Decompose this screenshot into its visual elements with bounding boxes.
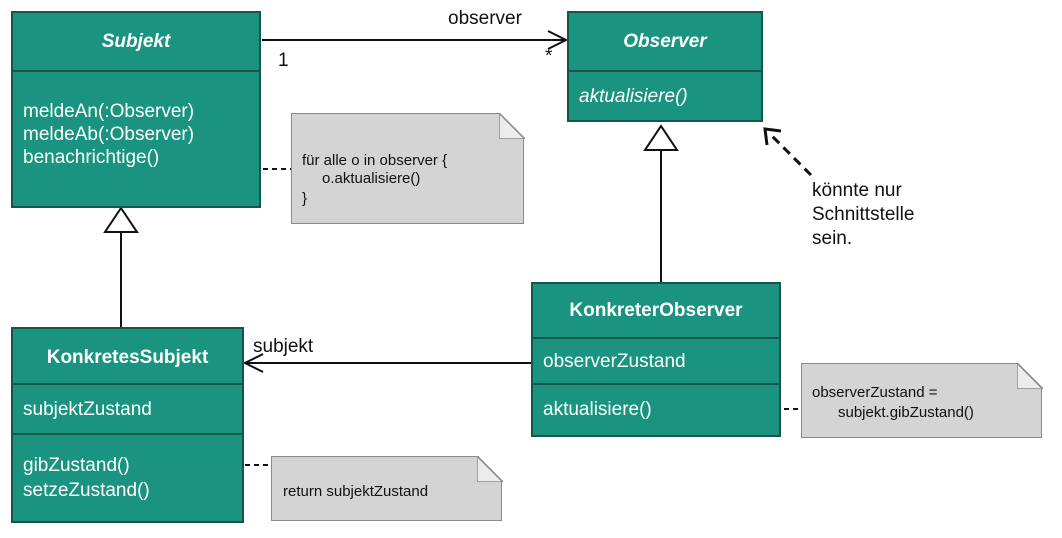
annotation-line: Schnittstelle [812, 204, 915, 225]
note-line: } [302, 190, 308, 207]
annotation-line: sein. [812, 228, 853, 249]
subjekt-generalization-triangle [103, 206, 139, 233]
konkretes-subjekt-class-name: KonkretesSubjekt [46, 347, 209, 368]
benachrichtige-note: für alle o in observer { o.aktualisiere(… [291, 112, 525, 224]
subjekt-methods-section: meldeAn(:Observer) meldeAb(:Observer) be… [13, 70, 259, 206]
subjekt-association-arrowhead [242, 353, 264, 373]
observer-association-arrowhead [547, 30, 569, 50]
subjekt-method: meldeAn(:Observer) [23, 101, 195, 122]
observer-target-multiplicity: * [545, 46, 553, 67]
note-fold-corner [1016, 362, 1043, 389]
konkreter-observer-attribute: observerZustand [543, 351, 686, 372]
observer-source-multiplicity: 1 [278, 50, 289, 71]
konkretes-subjekt-attribute: subjektZustand [23, 399, 152, 420]
observer-methods-section: aktualisiere() [569, 70, 761, 120]
konkreter-observer-methods-section: aktualisiere() [533, 383, 779, 435]
subjekt-method: benachrichtige() [23, 147, 160, 168]
annotation-arrowhead [763, 127, 782, 146]
note-line: o.aktualisiere() [322, 170, 421, 187]
note-fold-corner [476, 455, 503, 482]
note-line: return subjektZustand [283, 483, 429, 500]
observer-class[interactable]: Observer aktualisiere() [567, 11, 763, 122]
subjekt-class-name: Subjekt [101, 31, 171, 52]
konkretes-subjekt-attributes-section: subjektZustand [13, 383, 242, 435]
annotation-line: könnte nur [812, 180, 902, 201]
konkretes-subjekt-method: setzeZustand() [23, 480, 150, 501]
konkretes-subjekt-methods-section: gibZustand() setzeZustand() [13, 433, 242, 521]
subjekt-class[interactable]: Subjekt meldeAn(:Observer) meldeAb(:Obse… [11, 11, 261, 208]
observer-class-name: Observer [623, 31, 707, 52]
konkretes-subjekt-method: gibZustand() [23, 455, 130, 476]
aktualisiere-note: observerZustand = subjekt.gibZustand() [801, 362, 1043, 438]
konkretes-subjekt-class[interactable]: KonkretesSubjekt subjektZustand gibZusta… [11, 327, 244, 523]
observer-method: aktualisiere() [579, 86, 688, 107]
konkreter-observer-attributes-section: observerZustand [533, 337, 779, 385]
note-line: subjekt.gibZustand() [838, 404, 974, 421]
konkreter-observer-class-name: KonkreterObserver [569, 300, 743, 321]
konkreter-observer-class[interactable]: KonkreterObserver observerZustand aktual… [531, 282, 781, 437]
note-line: observerZustand = [812, 384, 938, 401]
note-line: für alle o in observer { [302, 152, 448, 169]
note-fold-corner [498, 112, 525, 139]
konkreter-observer-method: aktualisiere() [543, 399, 652, 420]
subjekt-method: meldeAb(:Observer) [23, 124, 195, 145]
gibzustand-note: return subjektZustand [271, 455, 503, 521]
observer-role-label: observer [448, 8, 522, 29]
observer-generalization-triangle [643, 124, 679, 151]
subjekt-role-label: subjekt [253, 336, 314, 357]
annotation-arrow-line [770, 134, 813, 177]
